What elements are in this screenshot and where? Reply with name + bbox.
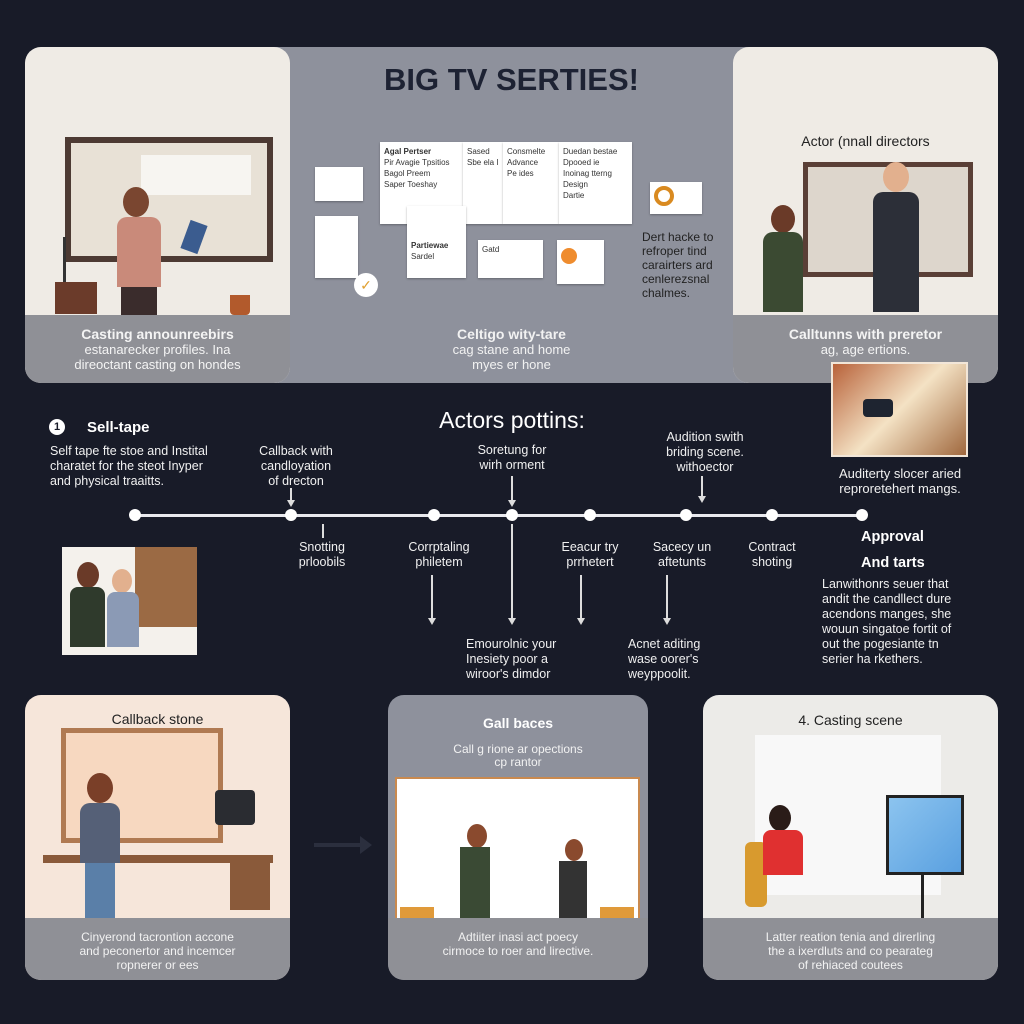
page-title: BIG TV SERTIES! <box>384 62 639 97</box>
step-number-badge: 1 <box>49 419 65 435</box>
caption-line: Latter reation tenia and direrling <box>765 930 936 944</box>
arrow-right-icon <box>314 843 362 847</box>
caption-line: direoctant casting on hondes <box>74 357 241 372</box>
timeline-title: Actors pottins: <box>439 407 585 433</box>
note-card: Consmelte Advance Pe ides <box>503 142 559 224</box>
caption-line: the a ixerdluts and co pearateg <box>768 944 933 958</box>
middle-caption: Celtigo wity-tare cag stane and home mye… <box>452 326 571 373</box>
chair-illustration <box>745 842 767 907</box>
connector <box>511 476 513 502</box>
timeline-node[interactable] <box>129 509 141 521</box>
audition-photo <box>831 362 968 457</box>
connector <box>322 524 324 538</box>
start-title: Sell-tape <box>87 419 150 436</box>
arrow-down-icon <box>508 618 516 625</box>
arrow-down-icon <box>698 496 706 503</box>
timeline-node[interactable] <box>428 509 440 521</box>
arrow-down-icon <box>428 618 436 625</box>
arrow-down-icon <box>508 500 516 507</box>
note-card: Partiewae Sardel <box>407 206 466 278</box>
note-card <box>315 216 358 278</box>
connector <box>701 476 703 498</box>
card-heading: Gall baces <box>482 715 554 731</box>
connector <box>431 575 433 620</box>
note-card <box>315 167 363 201</box>
timeline-node[interactable] <box>584 509 596 521</box>
inset-caption: Auditerty slocer aried reproretehert man… <box>838 466 962 496</box>
caption-line: of rehiaced coutees <box>798 958 903 972</box>
casting-announcement-card: Casting announreebirs estanarecker profi… <box>25 47 290 383</box>
timeline-line <box>135 514 862 517</box>
note-card: Sased Sbe ela I <box>463 142 503 224</box>
connector <box>666 575 668 620</box>
caption-line: Cinyerond tacrontion accone <box>81 930 234 944</box>
plant-icon <box>230 295 250 315</box>
person-illustration <box>771 205 795 233</box>
person-illustration <box>769 805 791 831</box>
caption-line: estanarecker profiles. Ina <box>84 342 231 357</box>
caption-line: cirmoce to roer and lirective. <box>442 944 594 958</box>
person-illustration <box>87 773 113 803</box>
arrow-down-icon <box>287 500 295 507</box>
side-note: Dert hacke to refroper tind carairters a… <box>642 230 714 300</box>
caption-line: ag, age ertions. <box>820 342 911 357</box>
bookshelf-illustration <box>135 547 197 627</box>
casting-scene-card: 4. Casting scene Latter reation tenia an… <box>703 695 998 980</box>
note-card <box>557 240 604 284</box>
caption-line: and peconertor and incemcer <box>79 944 236 958</box>
monitor-illustration <box>886 795 964 875</box>
corkboard: Agal Pertser Pir Avagie Tpsitios Bagol P… <box>290 130 733 310</box>
timeline-node[interactable] <box>680 509 692 521</box>
connector <box>290 488 292 502</box>
callback-director-card: Actor (nnall directors Calltunns with pr… <box>733 47 998 383</box>
lamp-icon <box>63 237 89 282</box>
card-heading: Actor (nnall directors <box>801 133 930 149</box>
caption-line: ropnerer or ees <box>116 958 199 972</box>
cabinet-illustration <box>55 282 97 314</box>
card-heading: Callback stone <box>111 711 204 727</box>
whiteboard-illustration <box>65 137 273 262</box>
check-icon: ✓ <box>354 273 378 297</box>
scene-illustration <box>395 777 640 922</box>
arrow-down-icon <box>663 618 671 625</box>
caption-title: Casting announreebirs <box>81 326 234 342</box>
timeline-node[interactable] <box>766 509 778 521</box>
callback-scene-card: Callback stone Cinyerond tacrontion acco… <box>25 695 290 980</box>
caption-title: Calltunns with preretor <box>788 326 943 342</box>
caption-line: Adtiiter inasi act poecy <box>457 930 579 944</box>
desk-illustration <box>43 855 273 863</box>
timeline-node[interactable] <box>506 509 518 521</box>
note-card <box>650 182 702 214</box>
connector <box>580 575 582 620</box>
arrow-down-icon <box>577 618 585 625</box>
timeline-node[interactable] <box>856 509 868 521</box>
connector <box>511 524 513 620</box>
note-card: Duedan bestae Dpooed ie Inoinag tterng D… <box>559 142 632 224</box>
card-heading: 4. Casting scene <box>798 712 903 728</box>
timeline-node[interactable] <box>285 509 297 521</box>
self-tape-photo <box>62 547 197 655</box>
camera-icon <box>215 790 255 825</box>
director-illustration <box>883 162 909 192</box>
note-card: Gatd <box>478 240 543 278</box>
person-illustration <box>123 187 149 217</box>
